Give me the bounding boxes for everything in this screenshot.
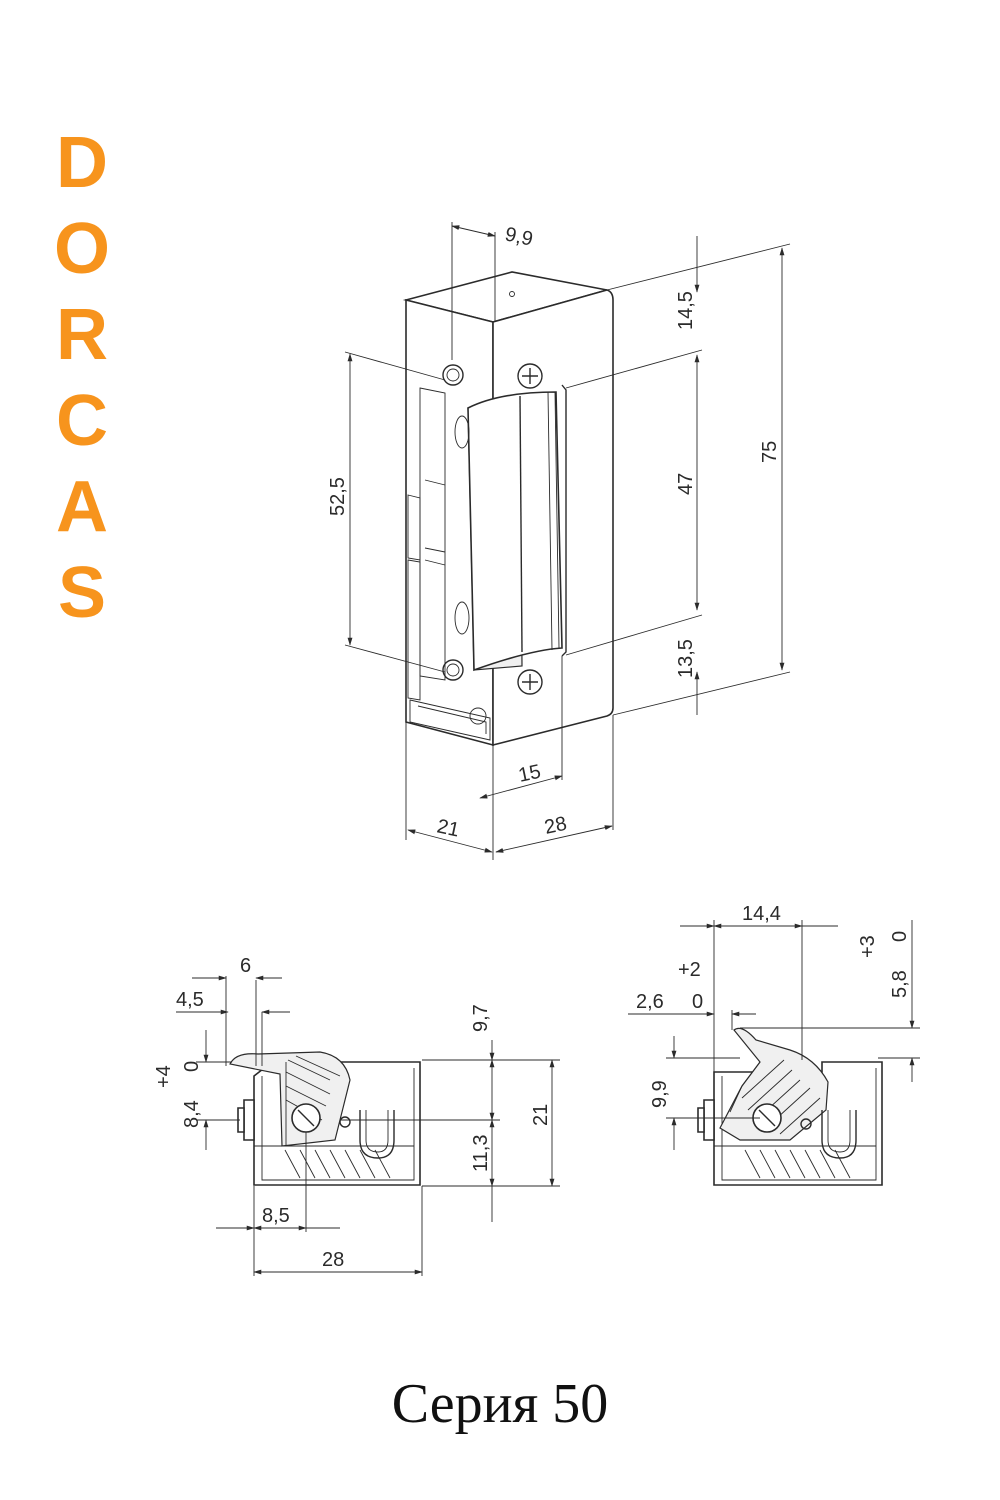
top-view-dimensions: 9,9 14,5 47 13,5 75 52,5 15 21 28: [327, 222, 791, 860]
dim-label: 21: [435, 815, 461, 841]
brand-letter: R: [56, 295, 108, 375]
dim-label: 47: [675, 473, 697, 495]
dim-label: 0: [181, 1061, 203, 1072]
brand-letter: O: [53, 209, 110, 289]
dim-label: 8,5: [262, 1205, 290, 1227]
brand-logo: D O R C A S: [40, 120, 124, 636]
screw-icon: [517, 363, 543, 389]
dim-label: 9,9: [503, 223, 535, 250]
dim-label: 75: [759, 441, 781, 463]
dim-label: 2,6: [636, 991, 664, 1013]
brand-letter: A: [56, 467, 108, 547]
dim-label: 5,8: [889, 970, 911, 998]
strike-isometric-view: [402, 271, 614, 747]
dim-label: 14,5: [675, 291, 697, 330]
dim-label: 52,5: [327, 477, 349, 516]
side-view-open-dimensions: 14,4 +3 0 5,8 +2 2,6 0 9,9: [628, 903, 920, 1150]
dim-label: 13,5: [675, 639, 697, 678]
side-view-closed-dimensions: 6 4,5 9,7 +4 0 8,4 11,3 21 8,5 28: [153, 955, 560, 1276]
dim-label: 0: [692, 991, 703, 1013]
dim-label: 4,5: [176, 989, 204, 1011]
dim-label: 6: [240, 955, 251, 977]
side-view-closed: [229, 1051, 421, 1186]
dim-label: 21: [530, 1104, 552, 1126]
dim-label: 0: [889, 931, 911, 942]
dim-label: +4: [153, 1065, 175, 1088]
screw-icon: [517, 669, 543, 695]
brand-letter: S: [57, 553, 107, 633]
dim-label: 28: [542, 813, 568, 839]
dim-label: 28: [322, 1249, 344, 1271]
dim-label: 8,4: [181, 1100, 203, 1128]
dim-label: 11,3: [470, 1135, 492, 1172]
side-view-open: [697, 1027, 883, 1186]
dim-label: 14,4: [742, 903, 781, 925]
dim-label: 9,7: [470, 1004, 492, 1032]
brand-letter: D: [56, 123, 108, 203]
dim-label: 15: [516, 761, 542, 787]
dim-label: +2: [678, 959, 701, 981]
brand-letter: C: [56, 381, 108, 461]
dim-label: 9,9: [649, 1080, 671, 1108]
dim-label: +3: [857, 935, 879, 958]
series-caption: Серия 50: [391, 1373, 609, 1435]
